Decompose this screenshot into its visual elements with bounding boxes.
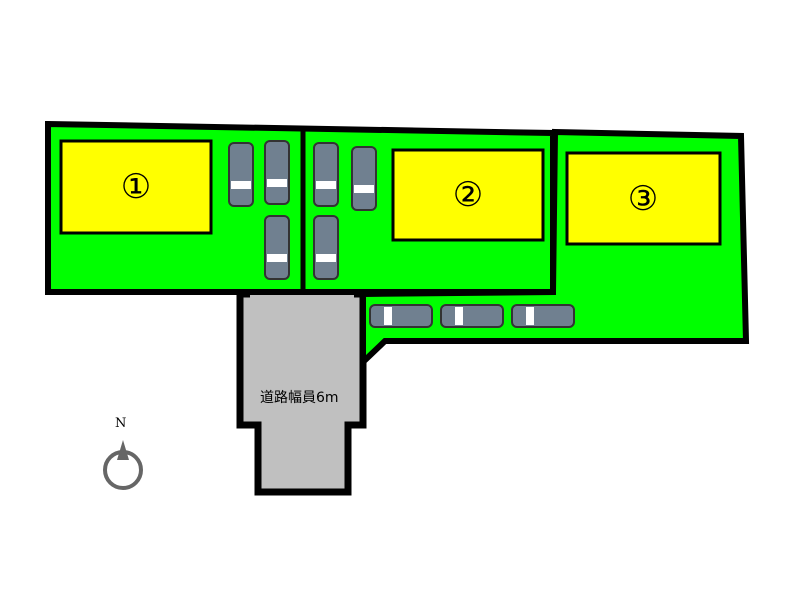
parking-car-icon	[351, 146, 377, 211]
compass-needle-icon	[117, 440, 129, 460]
house-2	[391, 148, 545, 242]
parking-car-icon	[313, 215, 339, 280]
parking-car-icon	[313, 142, 339, 207]
compass-north-label: N	[115, 416, 127, 431]
parking-car-icon	[264, 215, 290, 280]
parking-car-icon	[228, 142, 254, 207]
parking-car-icon	[440, 304, 504, 328]
parking-car-icon	[369, 304, 433, 328]
house-1	[59, 139, 213, 235]
parking-car-icon	[264, 140, 290, 205]
lot-1-label: ①	[120, 167, 152, 207]
road-width-label: 道路幅員6m	[260, 390, 339, 406]
lot-3-label: ③	[627, 179, 659, 219]
parking-car-icon	[511, 304, 575, 328]
lot-2-label: ②	[452, 175, 484, 215]
house-3	[565, 151, 722, 246]
